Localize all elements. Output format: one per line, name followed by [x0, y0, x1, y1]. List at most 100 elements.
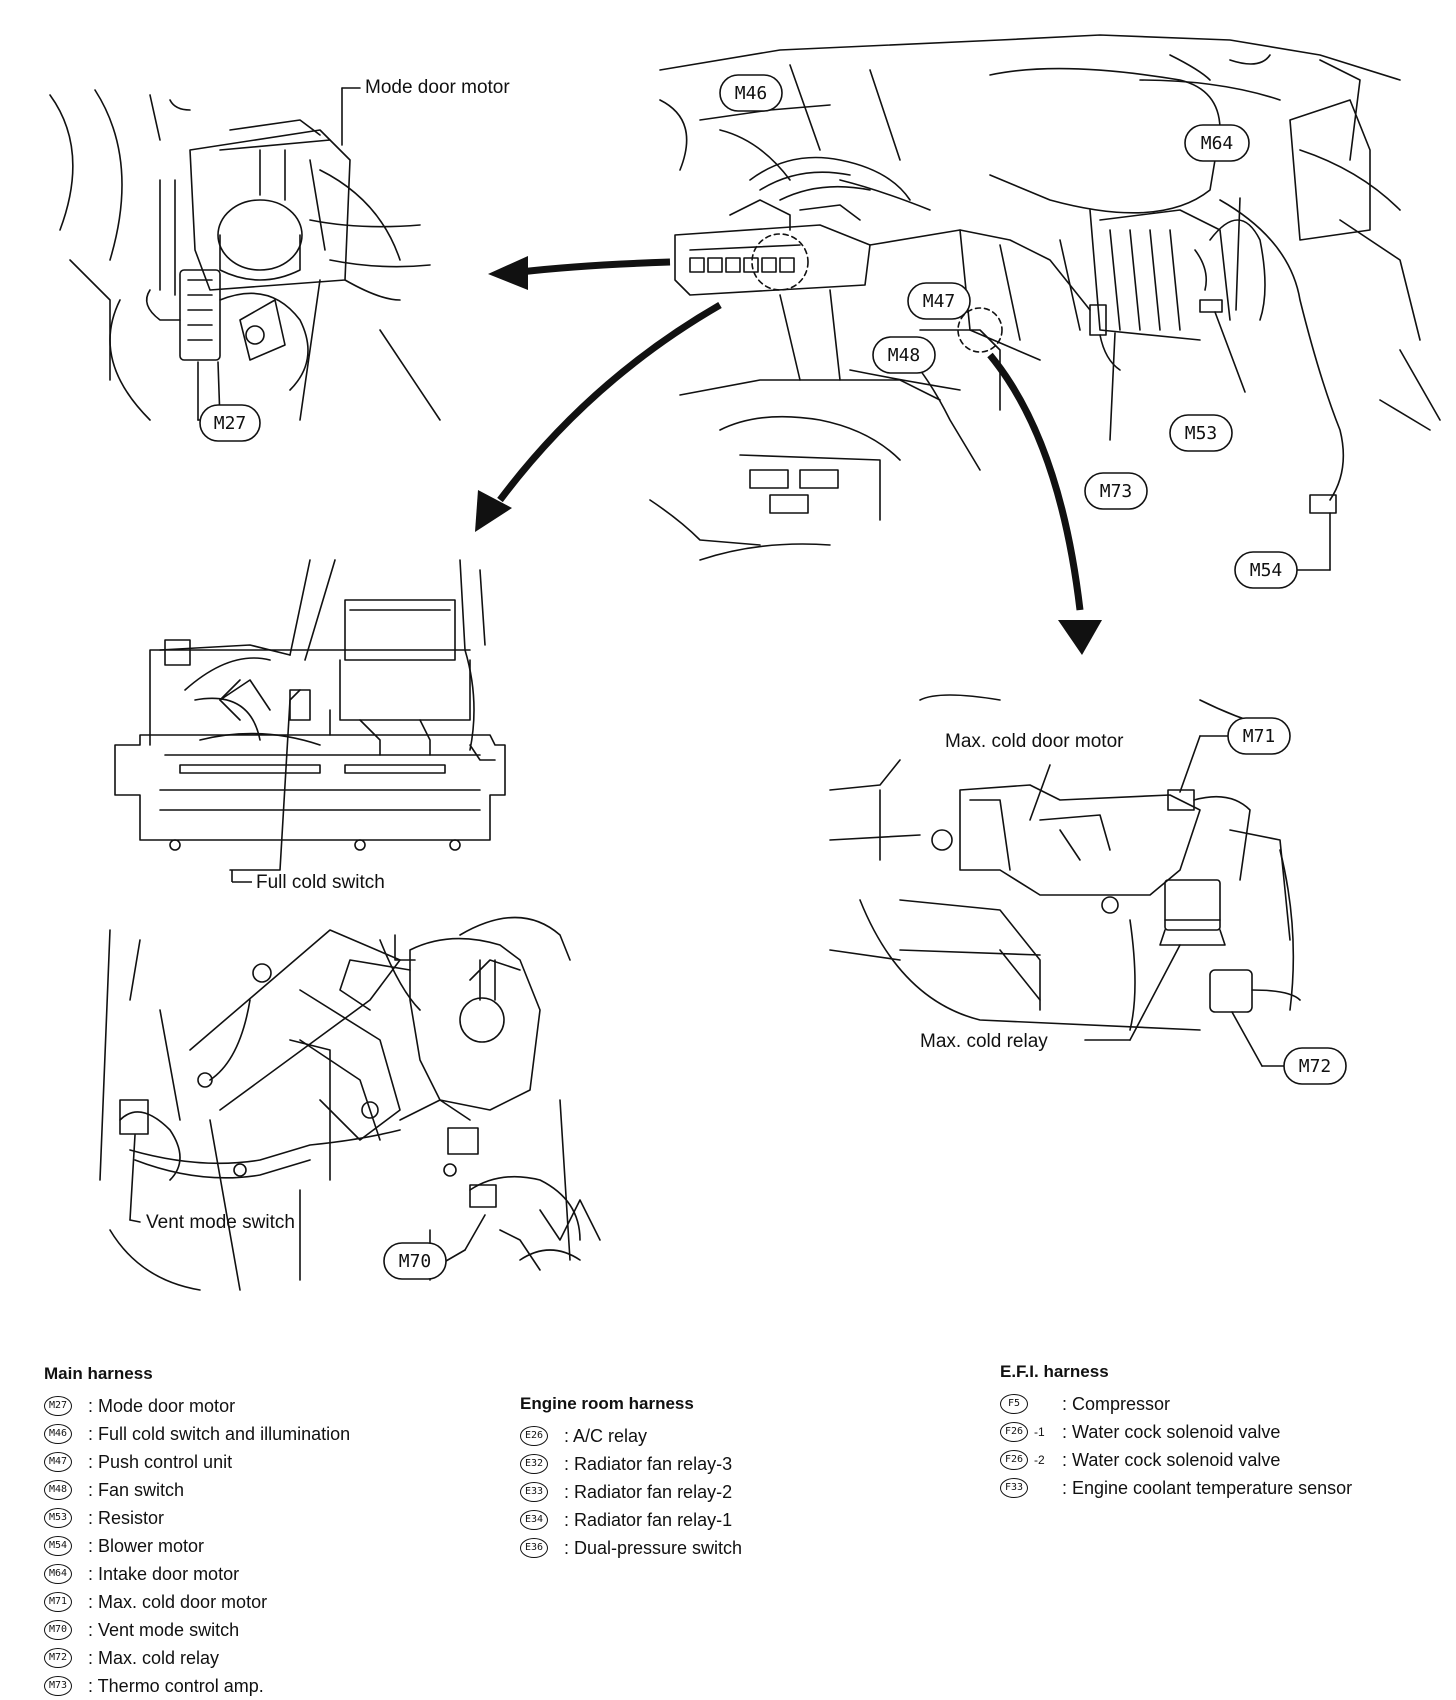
- legend-engine-title: Engine room harness: [520, 1394, 694, 1413]
- legend-desc: : Resistor: [88, 1508, 165, 1528]
- legend-desc: : Water cock solenoid valve: [1062, 1450, 1281, 1470]
- mode-door-motor-illustration: [49, 87, 441, 421]
- tag-m72-text: M72: [1299, 1056, 1332, 1077]
- legend-desc: : Full cold switch and illumination: [88, 1424, 351, 1444]
- tag-m54-text: M54: [1250, 560, 1283, 581]
- legend-row: M48: Fan switch: [44, 1476, 350, 1504]
- tag-m71-text: M71: [1243, 726, 1276, 747]
- connector-tags: M27 M46 M64 M47 M48 M53 M73 M54 M71 M72 …: [199, 74, 1347, 1280]
- callout-vent-mode-switch: Vent mode switch: [146, 1212, 295, 1233]
- legend-row: M53: Resistor: [44, 1504, 350, 1532]
- arrow-to-mode-door-motor: [519, 258, 671, 276]
- tag-m46-text: M46: [735, 83, 768, 104]
- connector-badge: M46: [44, 1424, 72, 1444]
- tag-m46: M46: [719, 74, 783, 112]
- legend-engine-rows: E26 : A/C relay E32 : Radiator fan relay-3…: [520, 1422, 742, 1562]
- connector-badge: M73: [44, 1676, 72, 1696]
- tag-m72: M72: [1283, 1047, 1347, 1085]
- max-cold-door-motor-illustration: [829, 694, 1301, 1067]
- legend-desc: : Thermo control amp.: [88, 1676, 264, 1696]
- legend-row: M73 : Thermo control amp.: [44, 1672, 350, 1700]
- vent-mode-switch-illustration: [99, 916, 601, 1291]
- callout-max-cold-relay: Max. cold relay: [920, 1031, 1048, 1052]
- legend-desc: : Engine coolant temperature sensor: [1062, 1478, 1353, 1498]
- legend-desc: : Compressor: [1062, 1394, 1171, 1414]
- legend-main-rows: M27: Mode door motor M46 : Full cold swit…: [44, 1392, 350, 1700]
- legend-desc: : Blower motor: [88, 1536, 205, 1556]
- legend-row: F26 -2 : Water cock solenoid valve: [1000, 1446, 1352, 1474]
- connector-badge: M72: [44, 1648, 72, 1668]
- arrows: [475, 256, 1102, 655]
- component-location-diagram: M27 M46 M64 M47 M48 M53 M73 M54 M71 M72 …: [49, 34, 1441, 1291]
- callout-mode-door-motor: Mode door motor: [365, 77, 510, 98]
- legend-row: M71 : Max. cold door motor: [44, 1588, 350, 1616]
- arrow-to-full-cold-switch: [497, 301, 722, 503]
- legend-desc: : Radiator fan relay-1: [564, 1510, 733, 1530]
- legend-row: M46 : Full cold switch and illumination: [44, 1420, 350, 1448]
- legend-main-title: Main harness: [44, 1364, 153, 1383]
- connector-badge: E32: [520, 1454, 548, 1474]
- legend-row: F26-1: Water cock solenoid valve: [1000, 1418, 1352, 1446]
- tag-m71: M71: [1227, 717, 1291, 755]
- legend-desc: : Radiator fan relay-3: [564, 1454, 733, 1474]
- legend-row: M27: Mode door motor: [44, 1392, 350, 1420]
- callout-full-cold-switch: Full cold switch: [256, 872, 385, 893]
- connector-badge: M64: [44, 1564, 72, 1584]
- connector-badge: E34: [520, 1510, 548, 1530]
- legend-row: E34 : Radiator fan relay-1: [520, 1506, 742, 1534]
- legend-row: E33 : Radiator fan relay-2: [520, 1478, 742, 1506]
- arrow-head-full-cold-switch: [475, 490, 512, 532]
- tag-m48-text: M48: [888, 345, 921, 366]
- connector-badge: M48: [44, 1480, 72, 1500]
- dashboard-heater-unit-illustration: [649, 34, 1441, 571]
- legend-efi-rows: F5: Compressor F26-1: Water cock solenoi…: [1000, 1390, 1352, 1502]
- tag-m54: M54: [1234, 551, 1298, 589]
- legend-row: F33 : Engine coolant temperature sensor: [1000, 1474, 1352, 1502]
- tag-m27: M27: [199, 404, 261, 442]
- legend-row: E26 : A/C relay: [520, 1422, 742, 1450]
- arrow-to-max-cold-motor: [987, 352, 1084, 611]
- legend-desc: : Dual-pressure switch: [564, 1538, 743, 1558]
- connector-badge: M71: [44, 1592, 72, 1612]
- arrow-head-mode-door-motor: [488, 256, 528, 290]
- tag-m48: M48: [872, 336, 936, 374]
- connector-badge: E26: [520, 1426, 548, 1446]
- tag-m64-text: M64: [1201, 133, 1234, 154]
- connector-suffix: -2: [1034, 1453, 1045, 1467]
- legend-desc: : Radiator fan relay-2: [564, 1482, 733, 1502]
- legend-desc: : Max. cold door motor: [88, 1592, 268, 1612]
- tag-m73: M73: [1084, 472, 1148, 510]
- tag-m47: M47: [907, 282, 971, 320]
- callout-max-cold-door-motor: Max. cold door motor: [945, 731, 1124, 752]
- legend-efi-harness: E.F.I. harness F5: Compressor F26-1: Wat…: [1000, 1358, 1352, 1502]
- tag-m70: M70: [383, 1242, 447, 1280]
- legend-row: M72: Max. cold relay: [44, 1644, 350, 1672]
- legend-main-harness: Main harness M27: Mode door motor M46 : F…: [44, 1360, 350, 1700]
- legend-desc: : A/C relay: [564, 1426, 648, 1446]
- tag-m27-text: M27: [214, 413, 247, 434]
- connector-badge: F33: [1000, 1478, 1028, 1498]
- legend-desc: : Intake door motor: [88, 1564, 240, 1584]
- legend-row: M47: Push control unit: [44, 1448, 350, 1476]
- connector-badge: F26: [1000, 1450, 1028, 1470]
- full-cold-switch-illustration: [114, 559, 506, 871]
- tag-m70-text: M70: [399, 1251, 432, 1272]
- connector-badge: M47: [44, 1452, 72, 1472]
- connector-badge: E33: [520, 1482, 548, 1502]
- connector-badge: E36: [520, 1538, 548, 1558]
- legend-desc: : Vent mode switch: [88, 1620, 240, 1640]
- legend-row: M64 : Intake door motor: [44, 1560, 350, 1588]
- connector-badge: M27: [44, 1396, 72, 1416]
- legend-row: E36 : Dual-pressure switch: [520, 1534, 742, 1562]
- connector-badge: M70: [44, 1620, 72, 1640]
- connector-badge: M54: [44, 1536, 72, 1556]
- tag-m47-text: M47: [923, 291, 956, 312]
- connector-suffix: -1: [1034, 1425, 1045, 1439]
- arrow-head-max-cold-motor: [1058, 620, 1102, 655]
- legend-efi-title: E.F.I. harness: [1000, 1362, 1109, 1381]
- tag-m53-text: M53: [1185, 423, 1218, 444]
- legend-row: M70 : Vent mode switch: [44, 1616, 350, 1644]
- tag-m53: M53: [1169, 414, 1233, 452]
- legend-desc: : Water cock solenoid valve: [1062, 1422, 1281, 1442]
- legend-row: M54 : Blower motor: [44, 1532, 350, 1560]
